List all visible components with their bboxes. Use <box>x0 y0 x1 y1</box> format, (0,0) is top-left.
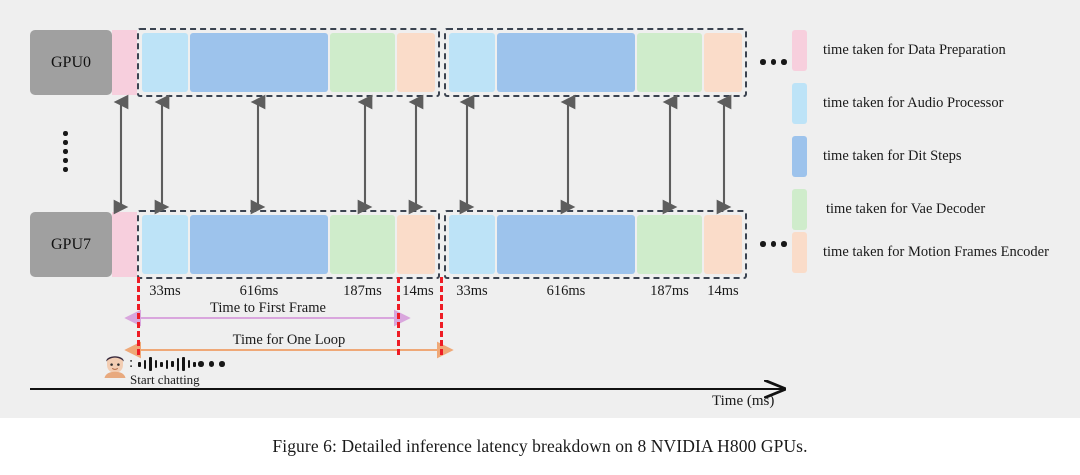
legend-swatch-data-preparation-icon <box>792 30 807 71</box>
legend-item-dit-steps: time taken for Dit Steps <box>792 136 962 177</box>
legend-label-data-preparation: time taken for Data Preparation <box>823 42 1006 58</box>
row-ellipsis-gpu0 <box>760 59 787 65</box>
segment-audio-1-gpu7 <box>142 215 188 274</box>
legend-swatch-audio-processor-icon <box>792 83 807 124</box>
segment-vae-1-gpu0 <box>330 33 395 92</box>
legend-item-data-preparation: time taken for Data Preparation <box>792 30 1006 71</box>
legend-item-motion-frames-encoder: time taken for Motion Frames Encoder <box>792 232 1049 273</box>
time-to-first-frame-label: Time to First Frame <box>210 300 326 316</box>
tick-motion-2: 14ms <box>707 283 739 299</box>
legend-label-vae-decoder: time taken for Vae Decoder <box>826 201 986 217</box>
audio-waveform-icon <box>138 356 196 372</box>
legend-swatch-dit-steps-icon <box>792 136 807 177</box>
loop-box-1-gpu0 <box>137 28 440 97</box>
waveform-ellipsis <box>198 361 225 367</box>
gpu-sync-arrows <box>113 94 732 215</box>
speech-colon: : <box>129 355 134 371</box>
segment-vae-1-gpu7 <box>330 215 395 274</box>
legend-swatch-motion-frames-encoder-icon <box>792 232 807 273</box>
loop-boundary-marker-end <box>440 277 443 355</box>
segment-audio-1-gpu0 <box>142 33 188 92</box>
segment-vae-2-gpu7 <box>637 215 702 274</box>
gpu-row-label-gpu0: GPU0 <box>30 30 112 95</box>
loop-boundary-marker-first-frame <box>397 277 400 355</box>
user-avatar-icon <box>104 356 126 378</box>
segment-motion-2-gpu0 <box>704 33 742 92</box>
segment-motion-1-gpu7 <box>397 215 435 274</box>
time-axis-label: Time (ms) <box>712 393 775 409</box>
figure-caption-area: Figure 6: Detailed inference latency bre… <box>0 418 1080 475</box>
loop-box-2-gpu0 <box>444 28 747 97</box>
legend-swatch-vae-decoder-icon <box>792 189 807 230</box>
tick-vae-2: 187ms <box>650 283 689 299</box>
segment-vae-2-gpu0 <box>637 33 702 92</box>
time-for-one-loop-label: Time for One Loop <box>232 332 346 348</box>
segment-dit-2-gpu0 <box>497 33 635 92</box>
legend-label-motion-frames-encoder: time taken for Motion Frames Encoder <box>823 244 1049 260</box>
gpu7-label: GPU7 <box>50 235 91 253</box>
tick-dit-1: 616ms <box>239 283 279 299</box>
tick-audio-1: 33ms <box>149 283 181 299</box>
tick-dit-2: 616ms <box>546 283 586 299</box>
legend-label-audio-processor: time taken for Audio Processor <box>823 95 1004 111</box>
segment-dit-1-gpu0 <box>190 33 328 92</box>
loop-box-2-gpu7 <box>444 210 747 279</box>
tick-vae-1: 187ms <box>343 283 382 299</box>
loop-box-1-gpu7 <box>137 210 440 279</box>
segment-motion-2-gpu7 <box>704 215 742 274</box>
segment-audio-2-gpu0 <box>449 33 495 92</box>
tick-audio-2: 33ms <box>456 283 488 299</box>
segment-dit-2-gpu7 <box>497 215 635 274</box>
legend-item-audio-processor: time taken for Audio Processor <box>792 83 1003 124</box>
tick-motion-1: 14ms <box>402 283 434 299</box>
gpu-rows-ellipsis <box>63 131 68 172</box>
segment-audio-2-gpu7 <box>449 215 495 274</box>
figure-caption: Figure 6: Detailed inference latency bre… <box>272 436 808 456</box>
gpu-row-label-gpu7: GPU7 <box>30 212 112 277</box>
loop-boundary-marker-start <box>137 277 140 355</box>
figure-canvas: GPU0 GPU7 <box>30 28 1049 409</box>
data-preparation-band-gpu0 <box>112 30 137 95</box>
legend-item-vae-decoder: time taken for Vae Decoder <box>792 189 985 230</box>
row-ellipsis-gpu7 <box>760 241 787 247</box>
segment-dit-1-gpu7 <box>190 215 328 274</box>
data-preparation-band-gpu7 <box>112 212 137 277</box>
gpu0-label: GPU0 <box>50 53 91 71</box>
legend-label-dit-steps: time taken for Dit Steps <box>823 148 962 164</box>
start-chatting-label: Start chatting <box>130 372 200 387</box>
segment-motion-1-gpu0 <box>397 33 435 92</box>
